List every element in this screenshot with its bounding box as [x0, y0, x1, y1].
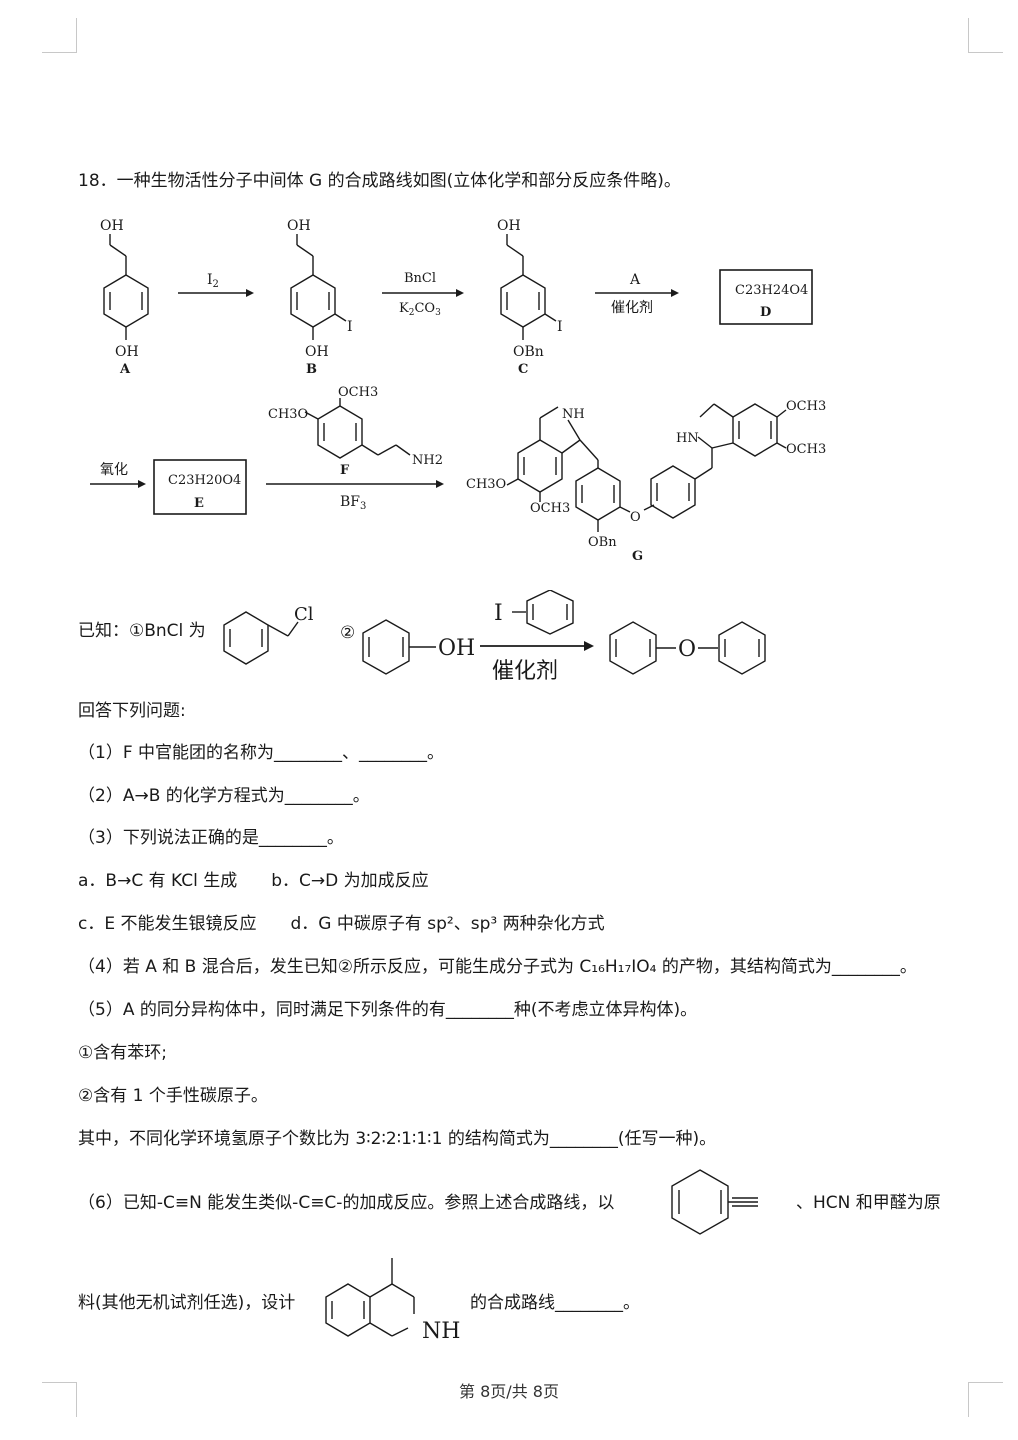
molecule-b: OH OH I B — [287, 218, 353, 377]
c-iodine: I — [557, 319, 563, 335]
synthesis-scheme: OH OH A I2 OH OH I B BnCl K2CO3 OH OBn — [90, 218, 826, 564]
b-iodine: I — [347, 319, 353, 335]
g-och3-left: OCH3 — [530, 501, 570, 516]
g-ether-o: O — [630, 510, 641, 525]
reagent-i2: I2 — [207, 272, 219, 290]
reagent-bncl: BnCl — [404, 271, 436, 286]
question-5: （5）A 的同分异构体中，同时满足下列条件的有________种(不考虑立体异构… — [78, 1000, 698, 1020]
molecule-f: OCH3 CH3O NH2 F — [268, 385, 443, 478]
g-nh: NH — [562, 407, 585, 422]
reagent-k2co3: K2CO3 — [399, 301, 441, 318]
formula-e: C23H20O4 — [168, 473, 241, 488]
molecule-c: OH OBn I C — [497, 218, 563, 377]
target-methyl-thiq-structure: NH — [325, 1258, 460, 1344]
crop-mark-top-right — [968, 18, 1003, 53]
crop-mark-bottom-right — [968, 1382, 1003, 1417]
phenylacetylene-structure — [671, 1169, 758, 1235]
c-oh-top: OH — [497, 218, 521, 234]
question-5-condition-2: ②含有 1 个手性碳原子。 — [78, 1086, 268, 1106]
iodo-i: I — [494, 601, 503, 626]
iodobenzene-ring — [526, 590, 574, 635]
crop-mark-top-left — [42, 18, 77, 53]
label-c: C — [518, 362, 528, 377]
g-och3-right: OCH3 — [786, 442, 826, 457]
formula-d: C23H24O4 — [735, 283, 808, 298]
molecule-a: OH OH A — [100, 218, 149, 377]
crop-mark-bottom-left — [42, 1382, 77, 1417]
ether-o: O — [678, 637, 696, 662]
known-prefix: 已知：①BnCl 为 — [78, 621, 206, 641]
question-5-condition-1: ①含有苯环; — [78, 1043, 167, 1063]
question-3-options-ab: a．B→C 有 KCl 生成 b．C→D 为加成反应 — [78, 871, 429, 891]
reagent-a: A — [629, 272, 641, 288]
diphenyl-ether-structure: O — [609, 621, 766, 675]
phenol-structure: OH — [362, 619, 475, 675]
label-f: F — [340, 463, 350, 478]
a-oh-bottom: OH — [115, 344, 139, 360]
oxidation-label: 氧化 — [100, 462, 128, 478]
bncl-cl: Cl — [294, 604, 314, 625]
known-structures: Cl ② OH I 催化剂 O — [223, 590, 766, 684]
known-catalyst: 催化剂 — [492, 659, 558, 684]
question-6-part-d: 的合成路线________。 — [470, 1293, 640, 1313]
question-3-options-cd: c．E 不能发生银镜反应 d．G 中碳原子有 sp²、sp³ 两种杂化方式 — [78, 914, 605, 934]
b-oh-top: OH — [287, 218, 311, 234]
g-hn: HN — [676, 431, 699, 446]
known-item2: ② — [340, 623, 355, 643]
question-title: 18．一种生物活性分子中间体 G 的合成路线如图(立体化学和部分反应条件略)。 — [78, 171, 681, 191]
reagent-bf3: BF3 — [340, 494, 366, 512]
question-2: （2）A→B 的化学方程式为________。 — [78, 786, 370, 806]
f-nh2: NH2 — [412, 453, 443, 468]
question-3: （3）下列说法正确的是________。 — [78, 828, 344, 848]
page-footer: 第 8页/共 8页 — [459, 1382, 559, 1401]
question-1: （1）F 中官能团的名称为________、________。 — [78, 743, 444, 763]
f-och3: OCH3 — [338, 385, 378, 400]
question-6-part-c: 料(其他无机试剂任选)，设计 — [78, 1293, 296, 1313]
molecule-g: NH CH3O OCH3 OBn O HN OCH3 OCH3 G — [466, 399, 826, 564]
question-6-part-a: （6）已知-C≡N 能发生类似-C≡C-的加成反应。参照上述合成路线，以 — [78, 1193, 615, 1213]
g-ch3o: CH3O — [466, 477, 506, 492]
label-g: G — [632, 549, 643, 564]
bncl-structure: Cl — [223, 604, 314, 665]
label-a: A — [119, 362, 131, 377]
question-4: （4）若 A 和 B 混合后，发生已知②所示反应，可能生成分子式为 C₁₆H₁₇… — [78, 957, 917, 977]
label-b: B — [306, 362, 317, 377]
f-ch3o: CH3O — [268, 407, 308, 422]
g-obn: OBn — [588, 535, 617, 550]
question-6-part-b: 、HCN 和甲醛为原 — [796, 1193, 941, 1213]
target-nh: NH — [422, 1319, 460, 1344]
b-oh-bottom: OH — [305, 344, 329, 360]
a-oh-top: OH — [100, 218, 124, 234]
label-d: D — [760, 305, 771, 320]
questions-intro: 回答下列问题: — [78, 701, 186, 721]
question-5-tail: 其中，不同化学环境氢原子个数比为 3∶2∶2∶1∶1∶1 的结构简式为_____… — [78, 1129, 717, 1149]
label-e: E — [194, 496, 204, 511]
c-obn: OBn — [513, 344, 544, 360]
g-och3-top: OCH3 — [786, 399, 826, 414]
catalyst-label: 催化剂 — [611, 300, 653, 316]
phenol-oh: OH — [438, 636, 475, 661]
